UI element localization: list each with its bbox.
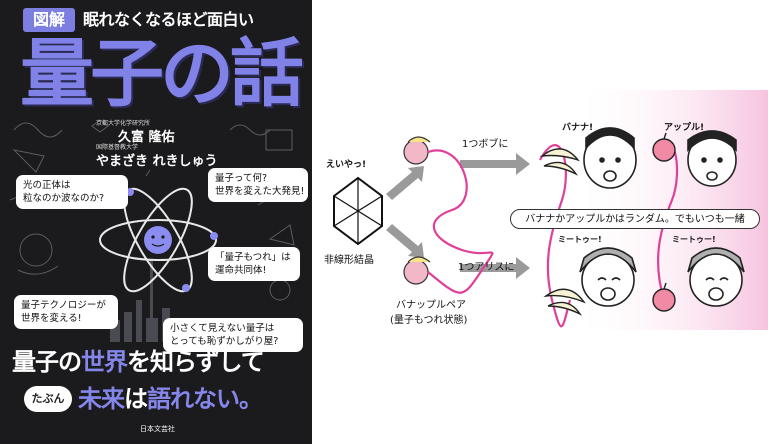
- metoo-speech-right: ミートゥー!: [672, 235, 716, 244]
- entanglement-diagram: えいやっ! 非線形結晶 バナップルペア (量子もつれ状態) 1つボブに 1つアリ…: [312, 0, 768, 444]
- entanglement-line: [427, 149, 494, 294]
- to-alice-label: 1つアリスに: [458, 262, 515, 273]
- bubble-line: 運命共同体!: [215, 265, 267, 276]
- speech-bubble-quantum-tech: 量子テクノロジーが 世界を変える!: [14, 295, 118, 329]
- metoo-speech-left: ミートゥー!: [558, 235, 602, 244]
- arrow-icon: [386, 153, 530, 279]
- to-bob-label: 1つボブに: [462, 139, 509, 150]
- author2-name: やまざき れきしゅう: [96, 154, 218, 169]
- bubble-line: 量子テクノロジーが: [21, 300, 106, 311]
- crystal-icon: [333, 176, 383, 246]
- cover-tagline-2: 未来は語れない。: [78, 382, 263, 416]
- tagline-part: を知らずして: [127, 348, 265, 376]
- crystal-label: 非線形結晶: [324, 255, 374, 266]
- banapple-pair-top-icon: [403, 136, 431, 165]
- person-bob-apple-icon: [687, 130, 737, 187]
- author2-affiliation: 国際基督教大学: [96, 144, 139, 151]
- speech-bubble-light-nature: 光の正体は 粒なのか波なのか?: [16, 175, 128, 209]
- author1-affiliation: 京都大学化学研究所: [96, 120, 151, 127]
- apple-icon: [652, 132, 676, 162]
- cover-badge: 図解: [23, 8, 75, 32]
- bubble-line: 粒なのか波なのか?: [23, 193, 105, 204]
- bubble-line: 量子って何?: [215, 173, 268, 184]
- person-bob-banana-icon: [583, 127, 637, 189]
- tagline-part: は: [124, 385, 148, 413]
- random-but-together-banner: バナナかアップルかはランダム。でもいつも一緒: [510, 209, 760, 229]
- tagline-highlight: 語れない。: [147, 385, 263, 413]
- publisher-name: 日本文芸社: [140, 425, 175, 433]
- bubble-line: 「量子もつれ」は: [215, 252, 291, 263]
- apple-speech: アップル!: [664, 123, 705, 133]
- banapple-pair-bottom-icon: [403, 256, 431, 285]
- bubble-line: 光の正体は: [23, 180, 71, 191]
- bubble-line: とっても恥ずかしがり屋?: [170, 336, 279, 347]
- cover-title: 量子の話: [20, 31, 304, 117]
- apple-icon: [652, 282, 676, 312]
- bubble-line: 小さくて見えない量子は: [170, 323, 275, 334]
- pair-label: バナップルペア: [396, 300, 466, 311]
- person-alice-apple-icon: [687, 247, 745, 307]
- tagline-highlight: 世界: [81, 348, 128, 376]
- tagline-highlight: 未来: [78, 385, 125, 413]
- banana-icon: [539, 148, 581, 176]
- bubble-line: 世界を変える!: [21, 313, 82, 324]
- cover-tagline-1: 量子の世界を知らずして: [12, 345, 265, 379]
- tagline-part: 量子の: [12, 348, 82, 376]
- bubble-line: 世界を変えた大発見!: [215, 186, 305, 197]
- speech-bubble-shy-quantum: 小さくて見えない量子は とっても恥ずかしがり屋?: [163, 318, 303, 352]
- pair-label-sub: (量子もつれ状態): [390, 315, 468, 326]
- tabun-badge: たぶん: [24, 386, 72, 412]
- person-alice-banana-icon: [579, 247, 637, 307]
- banana-speech: バナナ!: [562, 123, 594, 133]
- book-cover: 図解 眠れなくなるほど面白い 量子の話 京都大学化学研究所 久富 隆佑 国際基督…: [0, 0, 312, 444]
- speech-bubble-entanglement: 「量子もつれ」は 運命共同体!: [208, 247, 300, 281]
- cover-subtitle: 眠れなくなるほど面白い: [83, 10, 254, 29]
- banana-icon: [543, 288, 586, 316]
- exclaim-label: えいやっ!: [326, 160, 367, 170]
- author1-name: 久富 隆佑: [118, 130, 175, 145]
- speech-bubble-what-is-quantum: 量子って何? 世界を変えた大発見!: [208, 168, 308, 202]
